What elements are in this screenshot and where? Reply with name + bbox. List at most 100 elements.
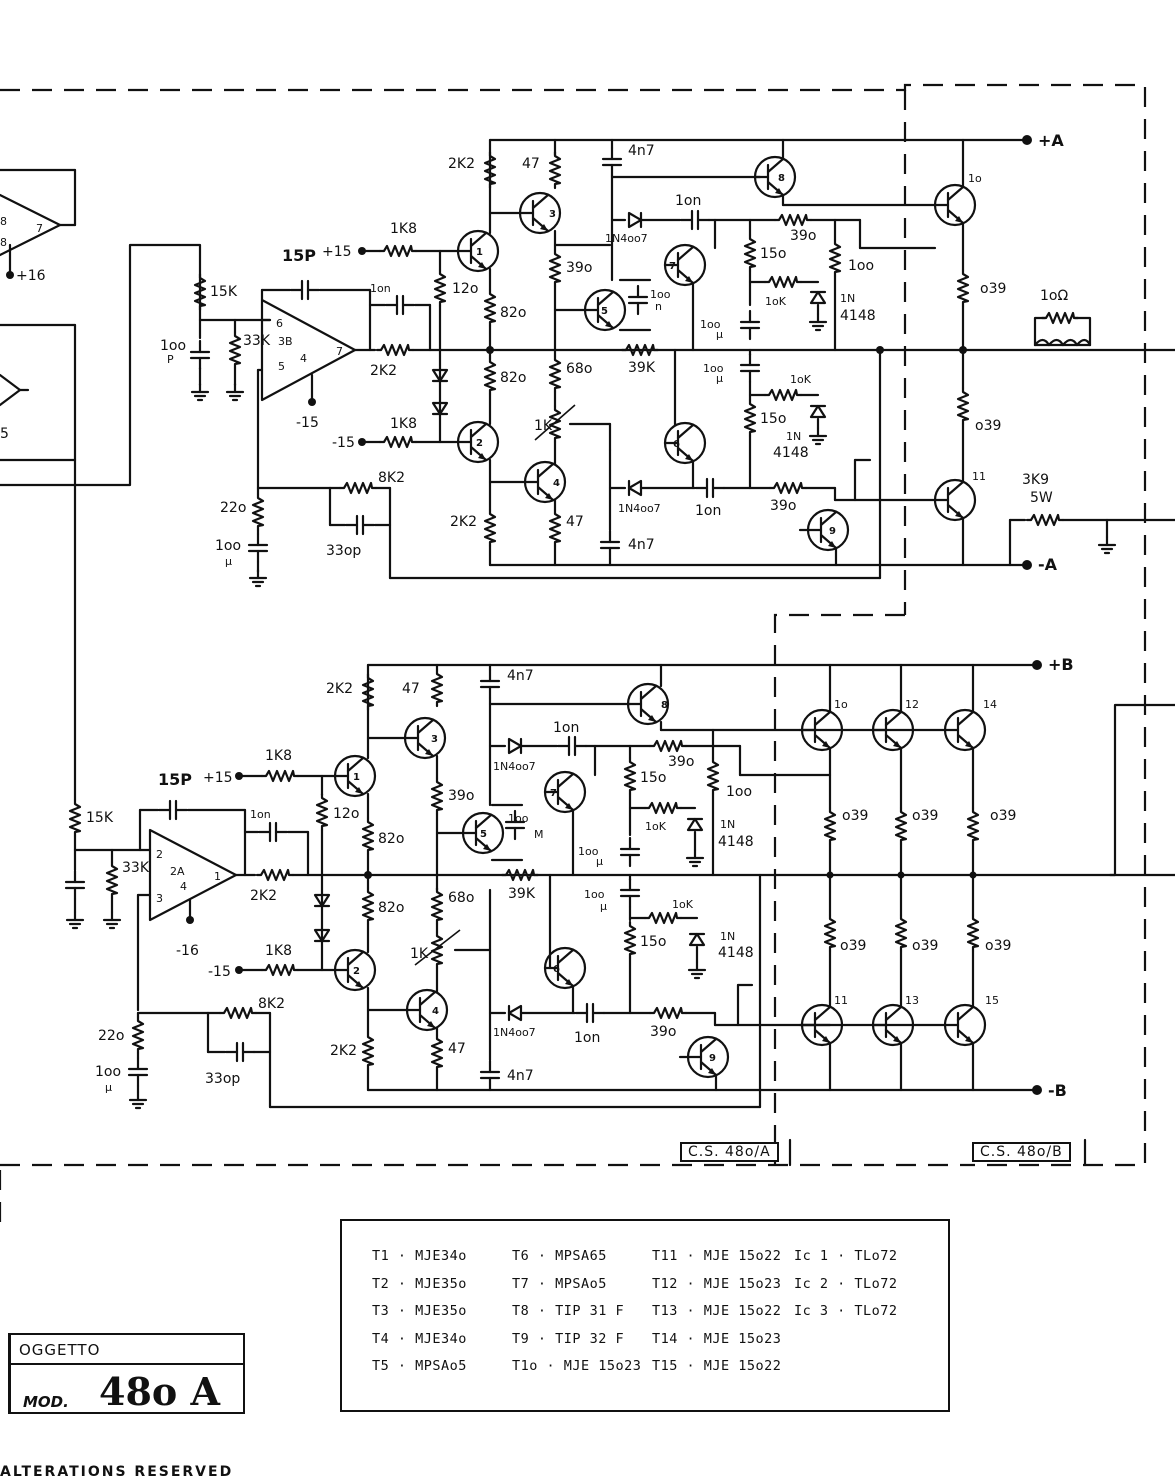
label-15k-b: 15K — [86, 810, 114, 826]
label-820-top-a: 82o — [500, 305, 526, 321]
svg-text:1o: 1o — [834, 698, 848, 711]
transistor-t3-b — [403, 716, 447, 760]
transistor-t8 — [753, 155, 797, 199]
label-820-bot-b: 82o — [378, 900, 404, 916]
label-330p-a: 33op — [326, 543, 361, 559]
part-t6: T6 · MPSA65 — [512, 1248, 607, 1264]
label-220-a: 22o — [220, 500, 246, 516]
label-2k2-out-b: 2K2 — [250, 888, 277, 904]
channel-b — [64, 458, 1175, 1110]
rail-pos-a: +A — [1038, 131, 1064, 150]
label-1k8-top-a: 1K8 — [390, 221, 417, 237]
label-120-b: 12o — [333, 806, 359, 822]
label-820-bot-a: 82o — [500, 370, 526, 386]
part-ic3: Ic 3 · TLo72 — [794, 1303, 898, 1319]
svg-text:1: 1 — [353, 772, 360, 783]
part-t8: T8 · TIP 31 F — [512, 1303, 625, 1319]
transistor-t15-b — [943, 1003, 987, 1047]
label-039-t15: o39 — [985, 938, 1011, 954]
label-100u-top-unit-b: μ — [596, 855, 603, 868]
part-t9: T9 · TIP 32 F — [512, 1330, 625, 1347]
svg-text:5: 5 — [480, 829, 487, 840]
label-10n-bot-b: 1on — [574, 1030, 600, 1046]
pin1-b: 1 — [214, 870, 221, 883]
svg-text:1o: 1o — [968, 172, 982, 185]
svg-text:3: 3 — [549, 209, 556, 220]
svg-text:13: 13 — [905, 994, 919, 1007]
model-name: 48o A — [99, 1369, 220, 1414]
pin4-a: 4 — [300, 352, 307, 365]
label-330p-b: 33op — [205, 1071, 240, 1087]
parts-col-4: Ic 1 · TLo72 Ic 2 · TLo72 Ic 3 · TLo72 — [794, 1243, 898, 1326]
label-2k2-top-a: 2K2 — [448, 156, 475, 172]
parts-list: T1 · MJE34o T2 · MJE35o T3 · MJE35o T4 ·… — [340, 1219, 950, 1412]
label-10k-bot-a: 1oK — [790, 373, 812, 386]
label-10n-fb-a: 1on — [370, 282, 391, 295]
label-2k2-out-a: 2K2 — [370, 363, 397, 379]
transistor-t14-b — [943, 708, 987, 752]
label-390-top-a: 39o — [790, 228, 816, 244]
labels-channel-b: +B -B 15P +15 15K 33K 2 2A 3 4 1 -16 1K8… — [86, 655, 1074, 1100]
frame-divider-b — [773, 613, 905, 1165]
svg-text:8: 8 — [0, 215, 7, 228]
label-15p-a: 15P — [282, 246, 316, 265]
label-33k-b: 33K — [122, 860, 150, 876]
label-100n-unit-b: M — [534, 828, 544, 841]
label-100p-unit-a: P — [167, 353, 174, 366]
label-220-b: 22o — [98, 1028, 124, 1044]
label-pot-1k-a: 1K — [534, 418, 553, 434]
label-10n-bot-a: 1on — [695, 503, 721, 519]
label-47-top-b: 47 — [402, 681, 420, 697]
label-minus15-a-opamp: -15 — [296, 415, 319, 431]
label-5w: 5W — [1030, 490, 1053, 506]
part-t13: T13 · MJE 15o22 — [652, 1303, 782, 1319]
label-100u-in-unit-a: μ — [225, 555, 232, 568]
label-1n4148-bot-a1: 1N — [786, 430, 801, 443]
part-t5: T5 · MPSAo5 — [372, 1358, 467, 1374]
label-1n4148-top-a2: 4148 — [840, 308, 876, 324]
pin7-a: 7 — [336, 345, 343, 358]
label-150-bot-b: 15o — [640, 934, 666, 950]
label-8k2-a: 8K2 — [378, 470, 405, 486]
label-039-t12: o39 — [912, 808, 938, 824]
label-4n7-top-b: 4n7 — [507, 668, 534, 684]
svg-text:8: 8 — [778, 173, 785, 184]
svg-text:8: 8 — [661, 700, 668, 711]
label-100-a: 1oo — [848, 258, 874, 274]
svg-text:15: 15 — [985, 994, 999, 1007]
pin4-b: 4 — [180, 880, 187, 893]
svg-text:9: 9 — [709, 1053, 716, 1064]
rail-plus16-label: +16 — [16, 268, 46, 284]
label-039-t14: o39 — [990, 808, 1016, 824]
label-minus16-b: -16 — [176, 943, 199, 959]
label-100u-top-a: 1oo — [700, 318, 721, 331]
frame-top-a — [0, 83, 1147, 1167]
label-390-bot-a: 39o — [770, 498, 796, 514]
label-1n4148-bot-a2: 4148 — [773, 445, 809, 461]
label-15p-b: 15P — [158, 770, 192, 789]
ic2a-label: 2A — [170, 865, 185, 878]
svg-text:7: 7 — [550, 788, 557, 799]
label-rail-plus15-a: +15 — [322, 244, 352, 260]
label-minus15-b: -15 — [208, 964, 231, 980]
label-10n-top-b: 1on — [553, 720, 579, 736]
label-2k2-bot-a: 2K2 — [450, 514, 477, 530]
label-039-bot-a: o39 — [975, 418, 1001, 434]
label-100u-bot-a: 1oo — [703, 362, 724, 375]
label-10k-top-b: 1oK — [645, 820, 667, 833]
transistor-t6 — [663, 421, 707, 465]
label-680-a: 68o — [566, 361, 592, 377]
label-680-b: 68o — [448, 890, 474, 906]
label-150-top-a: 15o — [760, 246, 786, 262]
label-390-b: 39o — [448, 788, 474, 804]
transistor-t4-b — [405, 988, 449, 1032]
rail-pos-b: +B — [1048, 655, 1074, 674]
label-15k-a: 15K — [210, 284, 238, 300]
rail-neg-b: -B — [1048, 1081, 1067, 1100]
label-100u-top-unit-a: μ — [716, 328, 723, 341]
label-100u-in-unit-b: μ — [105, 1081, 112, 1094]
svg-text:4: 4 — [432, 1006, 439, 1017]
label-1n4007-bot-a: 1N4oo7 — [618, 502, 661, 515]
label-33k-a: 33K — [243, 333, 271, 349]
label-100u-in-b: 1oo — [95, 1064, 121, 1080]
